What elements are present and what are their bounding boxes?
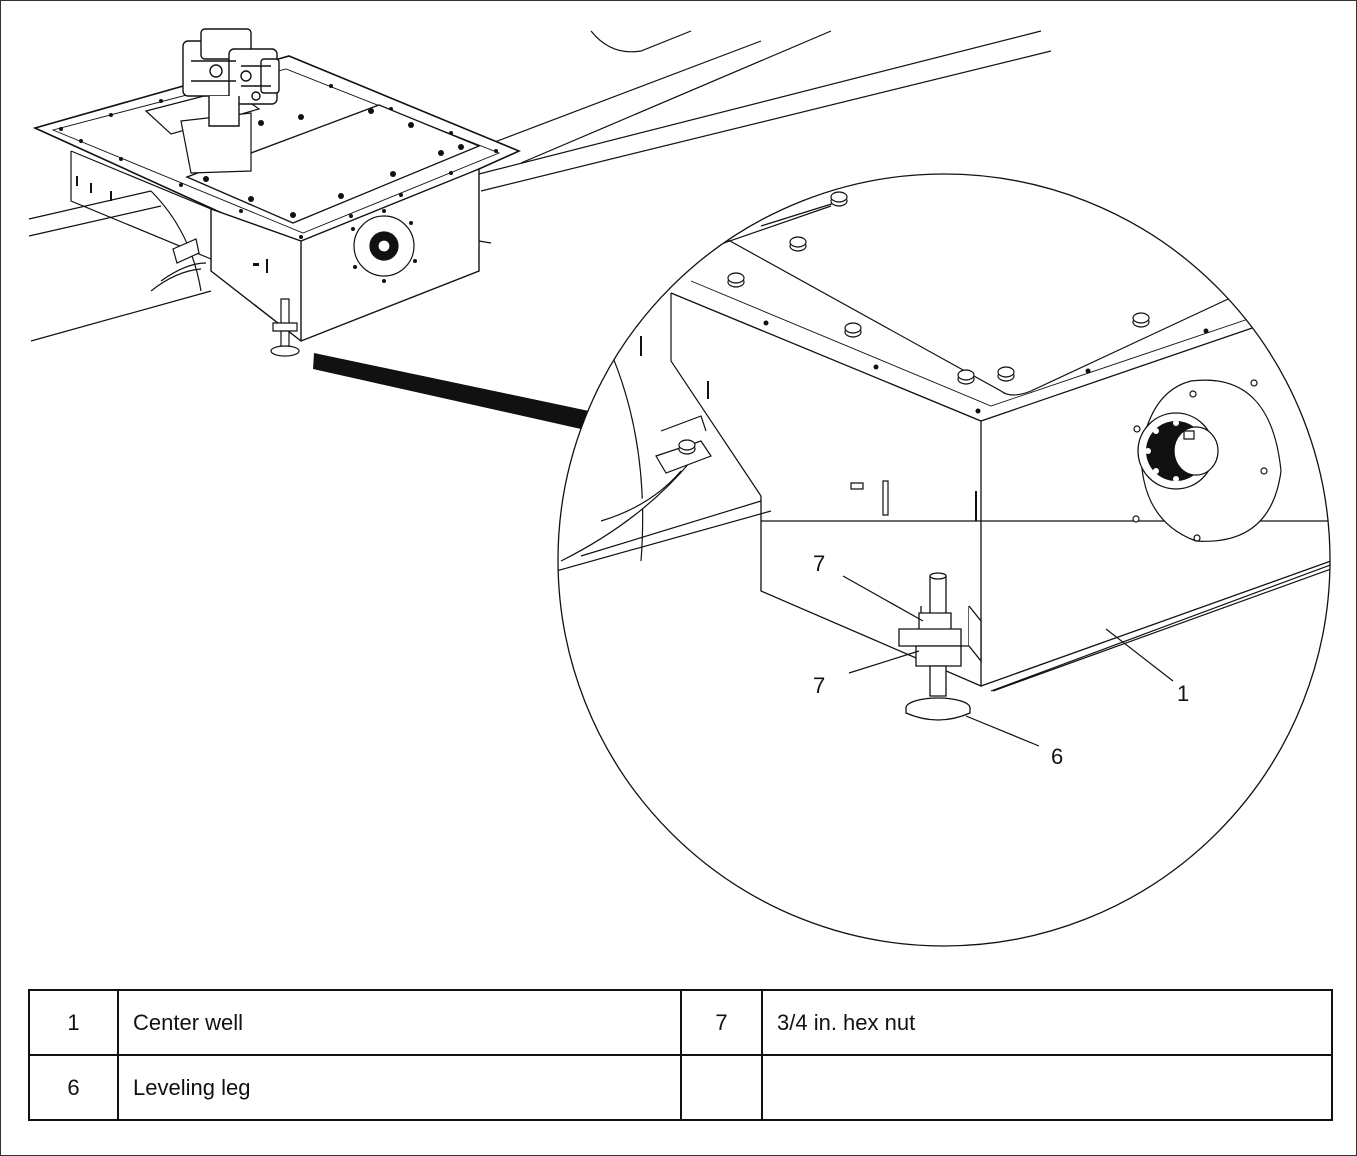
callout-6-leveling-leg: 6 bbox=[1051, 744, 1064, 769]
legend-description: Center well bbox=[117, 989, 682, 1056]
overview-drawing bbox=[29, 29, 1051, 356]
parts-legend-table: 1 Center well 7 3/4 in. hex nut 6 Leveli… bbox=[28, 989, 1333, 1121]
legend-number: 6 bbox=[28, 1054, 119, 1121]
detail-view bbox=[556, 174, 1341, 946]
leader-lines bbox=[843, 576, 1173, 746]
legend-number: 7 bbox=[680, 989, 763, 1056]
gearbox bbox=[183, 29, 279, 126]
detail-pointer bbox=[313, 353, 589, 429]
legend-description bbox=[761, 1054, 1333, 1121]
plate-bolts bbox=[728, 192, 1149, 384]
legend-number bbox=[680, 1054, 763, 1121]
callout-7-hex-nut-upper: 7 bbox=[813, 551, 826, 576]
technical-illustration bbox=[1, 1, 1357, 986]
callout-1-center-well: 1 bbox=[1177, 681, 1190, 706]
leveling-leg-detail bbox=[899, 573, 981, 720]
table-row: 6 Leveling leg bbox=[28, 1054, 1333, 1121]
table-row: 1 Center well 7 3/4 in. hex nut bbox=[28, 989, 1333, 1056]
legend-description: Leveling leg bbox=[117, 1054, 682, 1121]
legend-description: 3/4 in. hex nut bbox=[761, 989, 1333, 1056]
callout-7-hex-nut-lower: 7 bbox=[813, 673, 826, 698]
legend-number: 1 bbox=[28, 989, 119, 1056]
